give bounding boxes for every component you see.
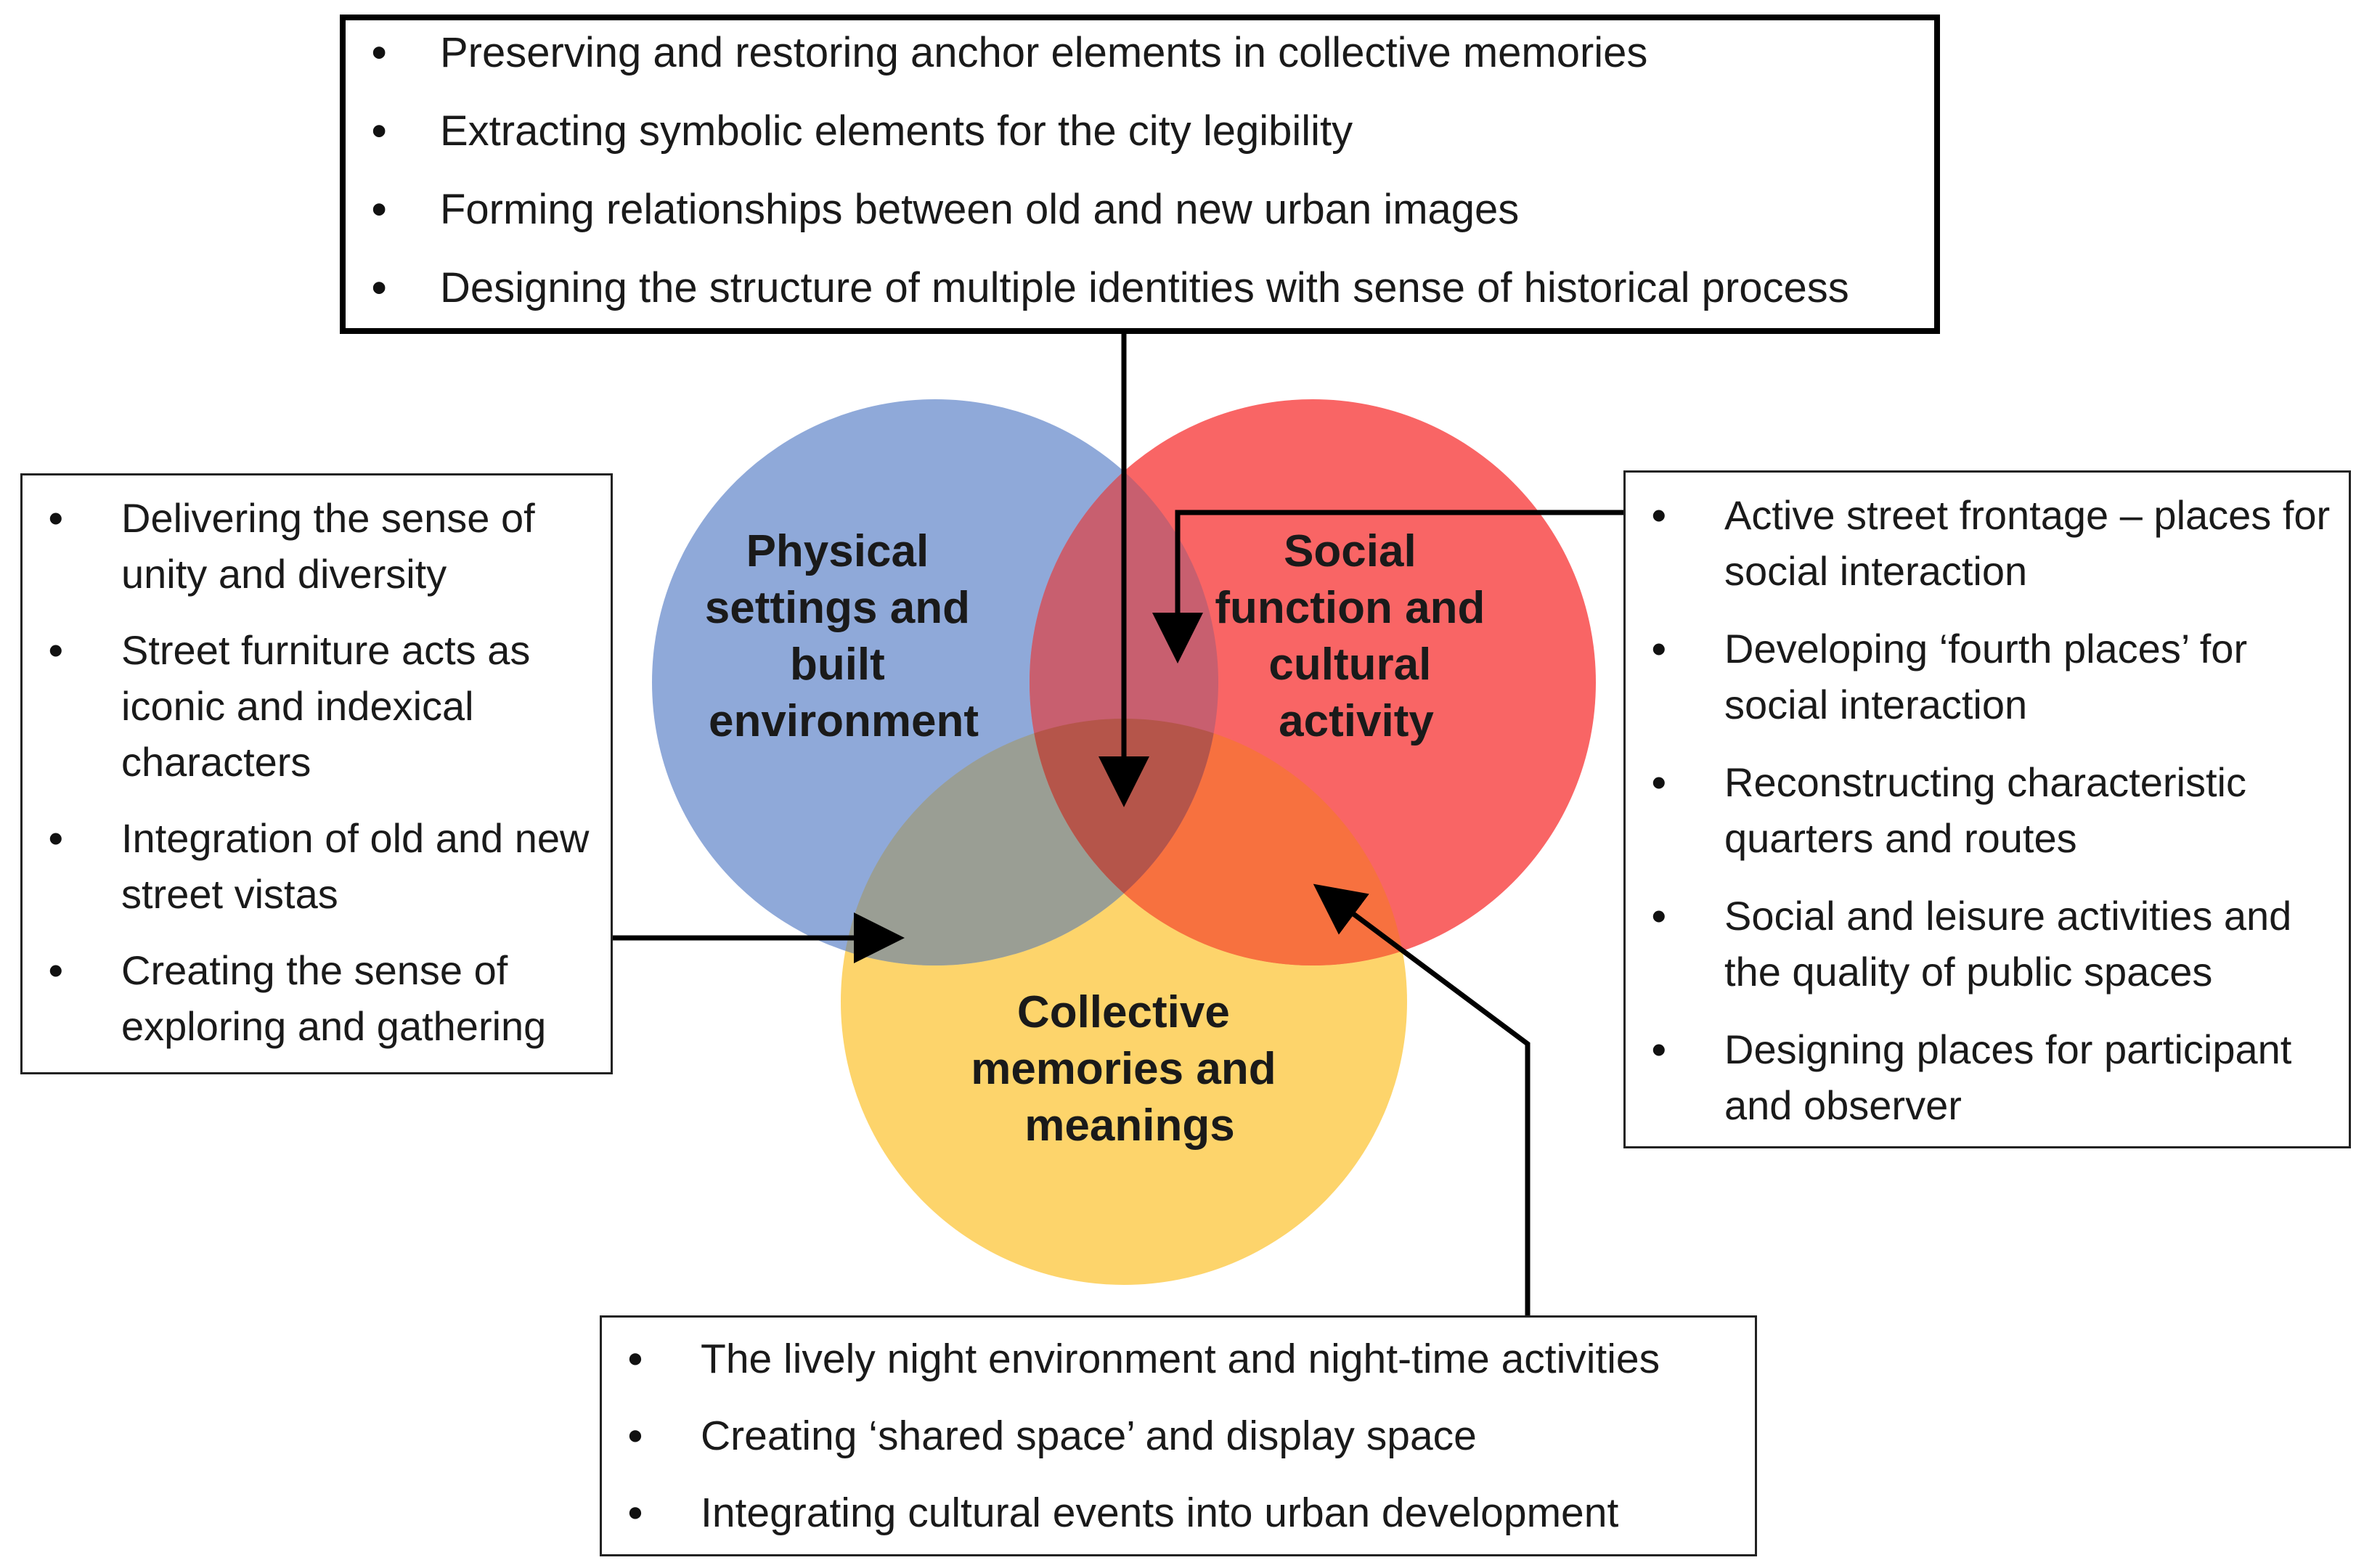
social-strategies-box: Active street frontage – places for soci… bbox=[1623, 470, 2351, 1148]
list-item: Delivering the sense of unity and divers… bbox=[23, 490, 596, 602]
identity-strategies-box: Preserving and restoring anchor elements… bbox=[340, 15, 1940, 334]
physical-strategies-box: Delivering the sense of unity and divers… bbox=[20, 473, 613, 1074]
identity-strategies-list: Preserving and restoring anchor elements… bbox=[346, 20, 1934, 314]
list-item: Preserving and restoring anchor elements… bbox=[346, 28, 1920, 78]
list-item: Creating ‘shared space’ and display spac… bbox=[602, 1410, 1740, 1461]
cultural-strategies-box: The lively night environment and night-t… bbox=[600, 1315, 1757, 1556]
overlap-physical-memories bbox=[841, 719, 1218, 965]
overlap-social-memories bbox=[1030, 719, 1407, 965]
collective-memories-label: Collective memories and meanings bbox=[971, 987, 1289, 1151]
arrow-right-to-physical-social bbox=[1152, 510, 1626, 663]
physical-settings-label: Physical settings and built environment bbox=[705, 526, 982, 746]
list-item: Designing places for participant and obs… bbox=[1626, 1021, 2337, 1133]
list-item: Reconstructing characteristic quarters a… bbox=[1626, 754, 2337, 866]
list-item: Active street frontage – places for soci… bbox=[1626, 487, 2337, 599]
list-item: Extracting symbolic elements for the cit… bbox=[346, 106, 1920, 157]
list-item: Social and leisure activities and the qu… bbox=[1626, 888, 2337, 1000]
list-item: Integration of old and new street vistas bbox=[23, 810, 596, 922]
list-item: Forming relationships between old and ne… bbox=[346, 184, 1920, 235]
physical-strategies-list: Delivering the sense of unity and divers… bbox=[23, 475, 611, 1054]
cultural-strategies-list: The lively night environment and night-t… bbox=[602, 1318, 1755, 1538]
list-item: Developing ‘fourth places’ for social in… bbox=[1626, 621, 2337, 732]
list-item: Street furniture acts as iconic and inde… bbox=[23, 622, 596, 790]
list-item: Designing the structure of multiple iden… bbox=[346, 263, 1920, 314]
list-item: The lively night environment and night-t… bbox=[602, 1334, 1740, 1384]
social-strategies-list: Active street frontage – places for soci… bbox=[1626, 473, 2349, 1133]
list-item: Creating the sense of exploring and gath… bbox=[23, 942, 596, 1054]
social-function-label: Social function and cultural activity bbox=[1215, 526, 1497, 746]
arrow-bottom-to-social-memories bbox=[1313, 883, 1531, 1318]
list-item: Integrating cultural events into urban d… bbox=[602, 1487, 1740, 1538]
